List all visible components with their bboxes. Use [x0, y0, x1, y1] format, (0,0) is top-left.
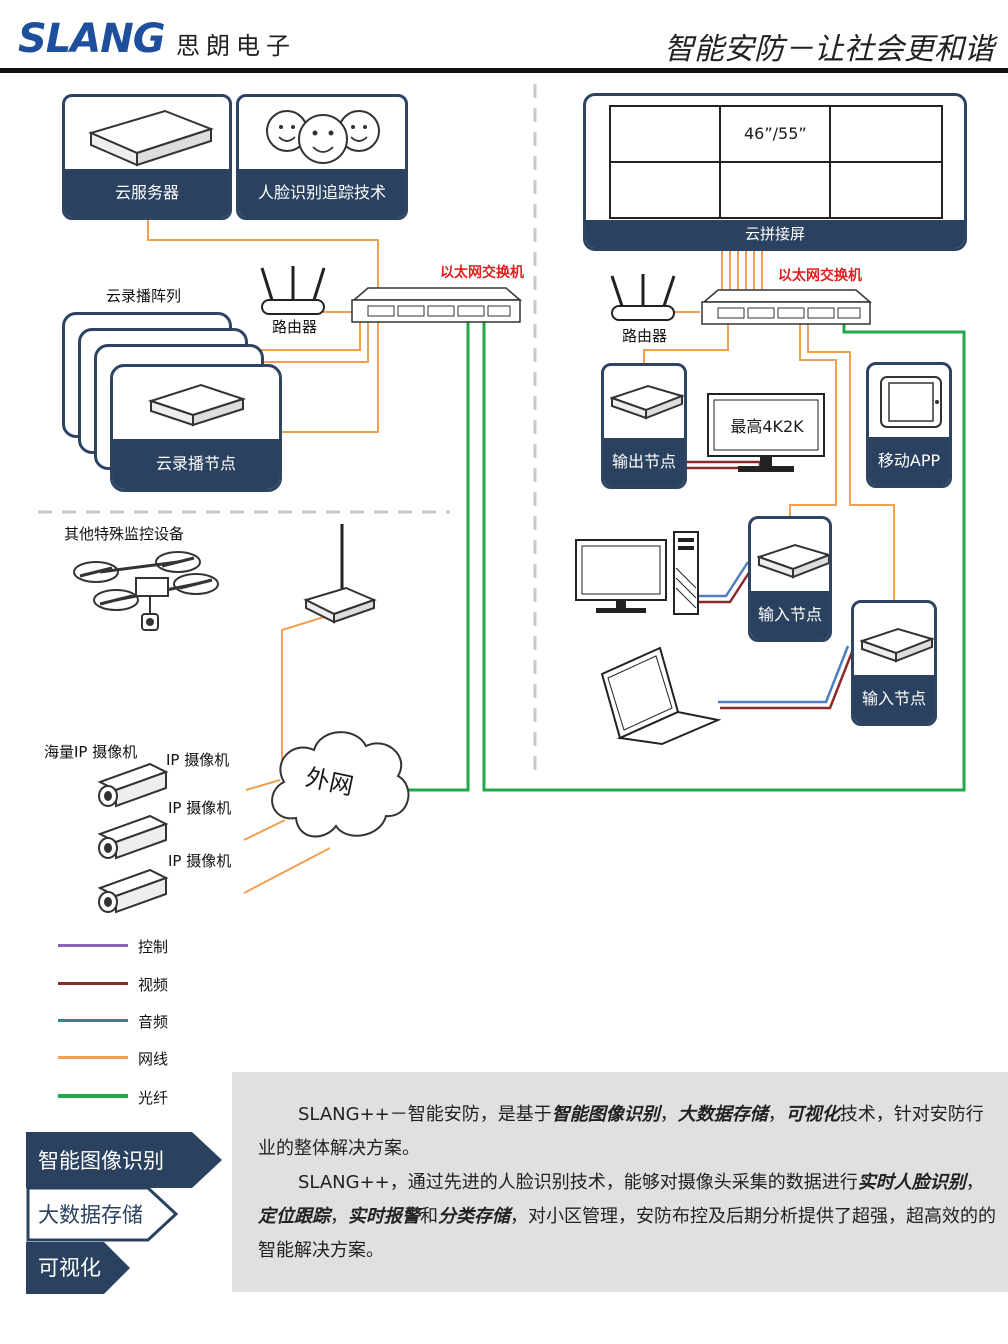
- input-node-icon-2: [860, 627, 934, 663]
- other-devices-label: 其他特殊监控设备: [64, 525, 185, 543]
- record-node-label: 云录播节点: [113, 439, 279, 489]
- wireless-ap-icon: [303, 524, 377, 624]
- legend-label-video: 视频: [138, 976, 169, 994]
- input-node-card-1: 输入节点: [748, 516, 832, 642]
- switch-label-right: 以太网交换机: [778, 268, 862, 284]
- legend-label-fiber: 光纤: [138, 1089, 169, 1107]
- legend-swatch-fiber: [58, 1094, 128, 1098]
- cable-cam3: [243, 847, 331, 894]
- tag-label-image-recognition: 智能图像识别: [38, 1149, 164, 1173]
- camera-label-3: IP 摄像机: [168, 852, 232, 870]
- video-wall-label: 云拼接屏: [586, 220, 964, 248]
- company-name: 思朗电子: [176, 32, 296, 60]
- legend-swatch-control: [58, 944, 128, 947]
- switch-label-left: 以太网交换机: [440, 265, 524, 281]
- drone-icon: [73, 551, 219, 631]
- cable-input-1: [789, 320, 837, 518]
- router-icon-left: [260, 266, 326, 315]
- legend-label-network: 网线: [138, 1050, 169, 1068]
- cable-record-node: [282, 320, 379, 433]
- camera-icon-2: [97, 814, 169, 860]
- legend: 控制 视频 音频 网线 光纤: [58, 932, 258, 1112]
- tablet-icon: [880, 376, 942, 428]
- legend-label-control: 控制: [138, 938, 169, 956]
- laptop-icon: [600, 646, 722, 746]
- cable-array-1: [240, 320, 361, 351]
- record-node-card: 云录播节点: [110, 364, 282, 492]
- tag-label-visualization: 可视化: [38, 1256, 101, 1280]
- ethernet-switch-right: [701, 289, 872, 325]
- cable-server: [147, 220, 379, 300]
- camera-icon-3: [97, 868, 169, 914]
- record-array-label: 云录播阵列: [106, 287, 182, 305]
- mobile-app-card: 移动APP: [866, 362, 952, 488]
- camera-label-2: IP 摄像机: [168, 799, 232, 817]
- tag-shape-2: [26, 1186, 179, 1242]
- fiber-loop: [482, 312, 966, 792]
- description-panel: [232, 1072, 1008, 1292]
- max-resolution-label: 最高4K2K: [730, 417, 804, 436]
- legend-swatch-audio: [58, 1019, 128, 1022]
- faces-icon: [266, 110, 380, 164]
- server-icon: [88, 109, 214, 167]
- internet-cloud-icon: [271, 731, 410, 838]
- node-box-icon: [147, 383, 247, 427]
- cable-array-2: [252, 320, 369, 363]
- input-node-card-2: 输入节点: [851, 600, 937, 726]
- video-wall-grid: [609, 105, 943, 219]
- fiber-internet: [408, 312, 470, 792]
- input-node-label-1: 输入节点: [751, 591, 829, 639]
- cable-output-node: [643, 320, 729, 365]
- router-label-left: 路由器: [272, 318, 318, 336]
- legend-label-audio: 音频: [138, 1013, 169, 1031]
- slogan: 智能安防－让社会更和谐: [664, 32, 994, 67]
- mobile-app-label: 移动APP: [869, 437, 949, 485]
- face-tech-label: 人脸识别追踪技术: [239, 169, 405, 217]
- feature-tags: [26, 1132, 222, 1294]
- mass-camera-label: 海量IP 摄像机: [44, 743, 138, 761]
- video-wall-card: 46”/55” 云拼接屏: [583, 93, 967, 251]
- cloud-server-label: 云服务器: [65, 169, 229, 217]
- cable-cam2: [243, 819, 286, 841]
- cable-cam1: [245, 779, 281, 791]
- face-tech-card: 人脸识别追踪技术: [236, 94, 408, 220]
- cloud-server-card: 云服务器: [62, 94, 232, 220]
- router-label-right: 路由器: [622, 327, 668, 345]
- camera-label-1: IP 摄像机: [166, 751, 230, 769]
- header-divider: [0, 68, 1008, 73]
- cable-wireless-ap: [281, 611, 341, 760]
- input-node-label-2: 输入节点: [854, 675, 934, 723]
- output-node-label: 输出节点: [604, 438, 684, 486]
- monitor-4k-icon: [707, 393, 825, 472]
- desktop-pc-icon: [575, 531, 699, 615]
- ethernet-switch-left: [351, 287, 522, 323]
- camera-icon-1: [97, 762, 169, 808]
- output-node-card: 输出节点: [601, 363, 687, 489]
- legend-swatch-video: [58, 982, 128, 985]
- output-node-icon: [610, 384, 684, 420]
- tag-shape-3: [26, 1242, 130, 1294]
- description-paragraph-2: SLANG++，通过先进的人脸识别技术，能够对摄像头采集的数据进行实时人脸识别，…: [258, 1172, 996, 1261]
- legend-swatch-network: [58, 1056, 128, 1059]
- description-paragraph-1: SLANG++－智能安防，是基于智能图像识别，大数据存储，可视化技术，针对安防行…: [258, 1104, 984, 1159]
- cable-input-2: [807, 320, 895, 602]
- router-icon-right: [610, 274, 676, 321]
- screen-size-label: 46”/55”: [744, 124, 807, 143]
- company-logo: SLANG: [18, 16, 166, 62]
- tag-label-big-data: 大数据存储: [38, 1203, 143, 1227]
- tag-shape-1: [26, 1132, 222, 1188]
- input-node-icon-1: [757, 543, 829, 579]
